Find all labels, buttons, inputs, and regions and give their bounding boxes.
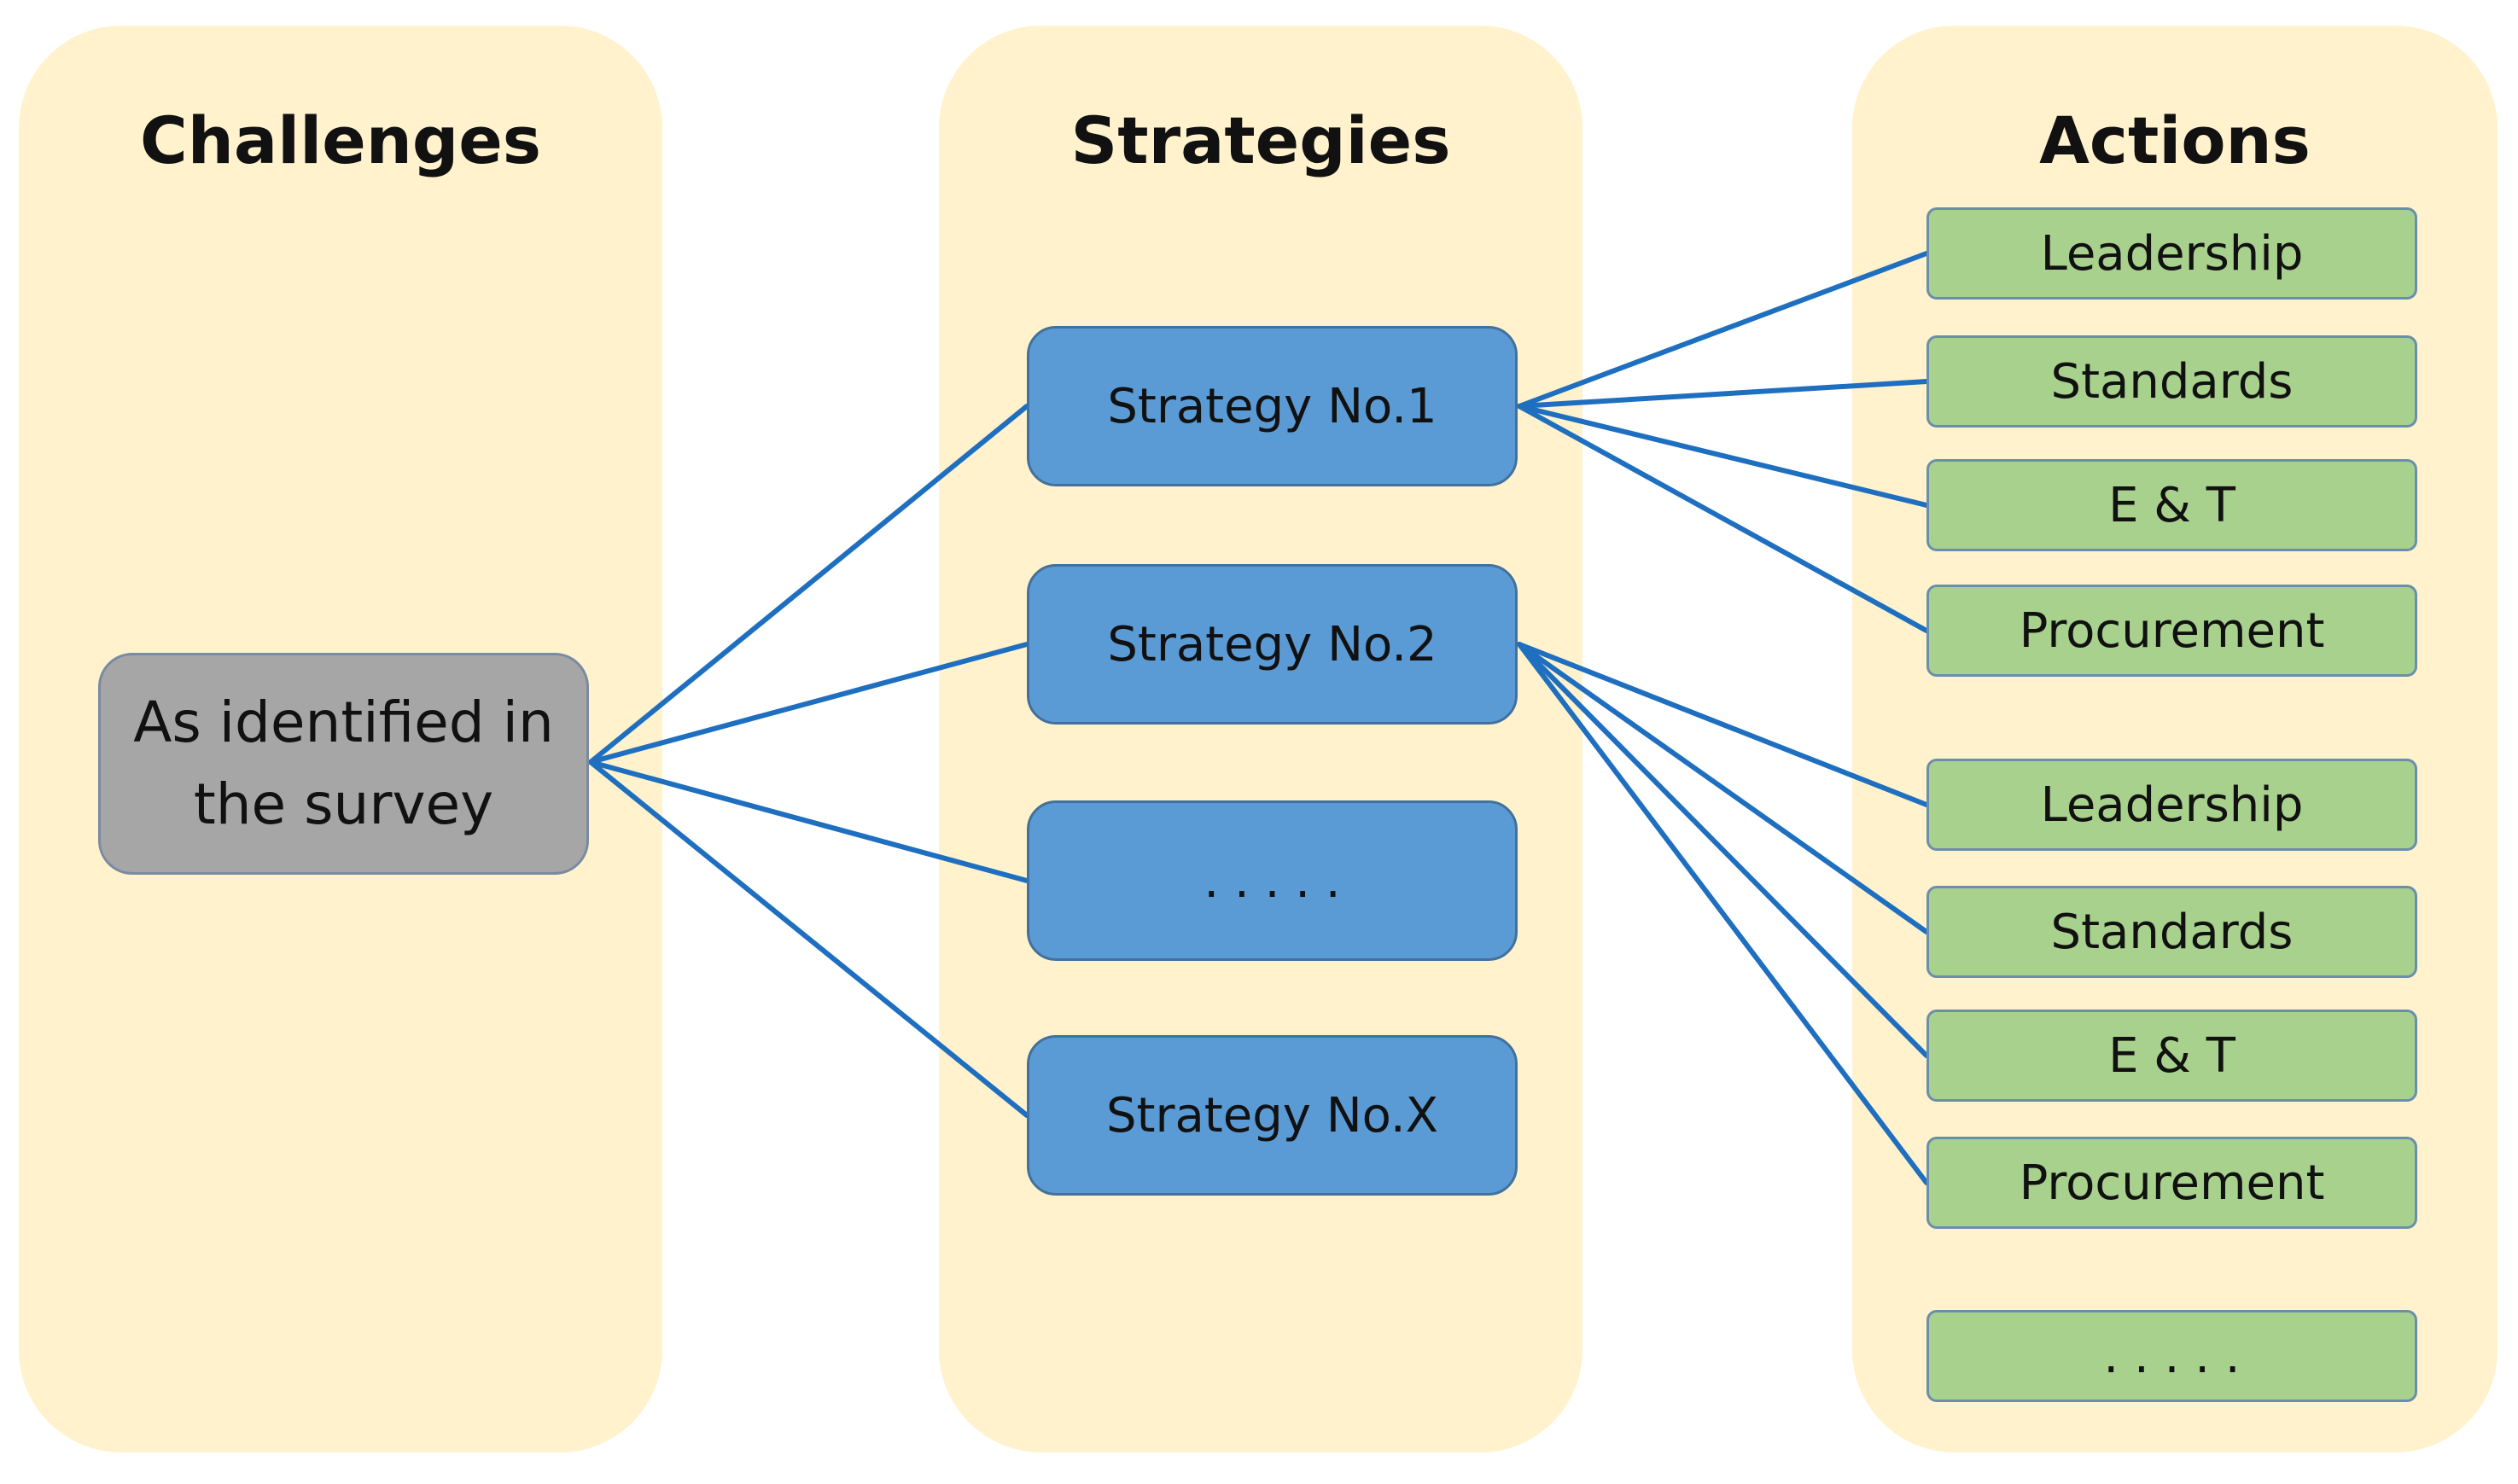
link-strategy-2-action-5 [1517, 642, 1929, 807]
action-label: Leadership [2040, 777, 2304, 833]
strategy-box-x: Strategy No.X [1027, 1035, 1518, 1196]
strategy-box-1: Strategy No.1 [1027, 326, 1518, 486]
link-strategy-1-action-2 [1517, 379, 1929, 409]
strategy-box-2: Strategy No.2 [1027, 564, 1518, 725]
strategy-label: Strategy No.X [1105, 1087, 1439, 1144]
strategies-heading: Strategies [1070, 102, 1451, 178]
challenge-label: As identified in the survey [133, 690, 554, 837]
action-box-3: E & T [1926, 459, 2417, 551]
action-box-7: E & T [1926, 1010, 2417, 1102]
link-strategy-2-action-6 [1517, 642, 1929, 934]
action-label: E & T [2108, 477, 2235, 533]
action-label: . . . . . [2103, 1328, 2241, 1384]
link-strategy-2-action-8 [1517, 642, 1929, 1185]
link-strategy-1-action-1 [1517, 251, 1929, 409]
link-challenge-strategy-2 [588, 642, 1029, 765]
link-strategy-1-action-4 [1517, 404, 1929, 633]
action-label: Leadership [2040, 225, 2304, 282]
action-box-8: Procurement [1926, 1137, 2417, 1229]
action-box-2: Standards [1926, 335, 2417, 428]
action-box-6: Standards [1926, 886, 2417, 978]
action-label: Procurement [2019, 602, 2325, 659]
link-challenge-strategy-3 [588, 759, 1029, 883]
challenges-heading: Challenges [139, 102, 542, 178]
action-label: Procurement [2019, 1155, 2325, 1211]
action-box-4: Procurement [1926, 585, 2417, 677]
strategy-label: . . . . . [1204, 853, 1341, 909]
link-challenge-strategy-1 [588, 404, 1029, 765]
action-box-1: Leadership [1926, 207, 2417, 300]
action-label: E & T [2108, 1027, 2235, 1084]
strategy-label: Strategy No.2 [1107, 616, 1437, 672]
action-label: Standards [2050, 904, 2294, 960]
action-label: Standards [2050, 353, 2294, 410]
action-box-ellipsis: . . . . . [1926, 1310, 2417, 1402]
strategy-label: Strategy No.1 [1107, 378, 1437, 434]
actions-heading: Actions [2039, 102, 2311, 178]
challenge-box: As identified in the survey [98, 653, 589, 875]
link-challenge-strategy-x [588, 759, 1029, 1118]
link-strategy-2-action-7 [1517, 642, 1929, 1058]
link-strategy-1-action-3 [1517, 404, 1929, 508]
action-box-5: Leadership [1926, 759, 2417, 851]
strategy-box-ellipsis: . . . . . [1027, 800, 1518, 961]
strategies-column: Strategies [939, 26, 1582, 1452]
